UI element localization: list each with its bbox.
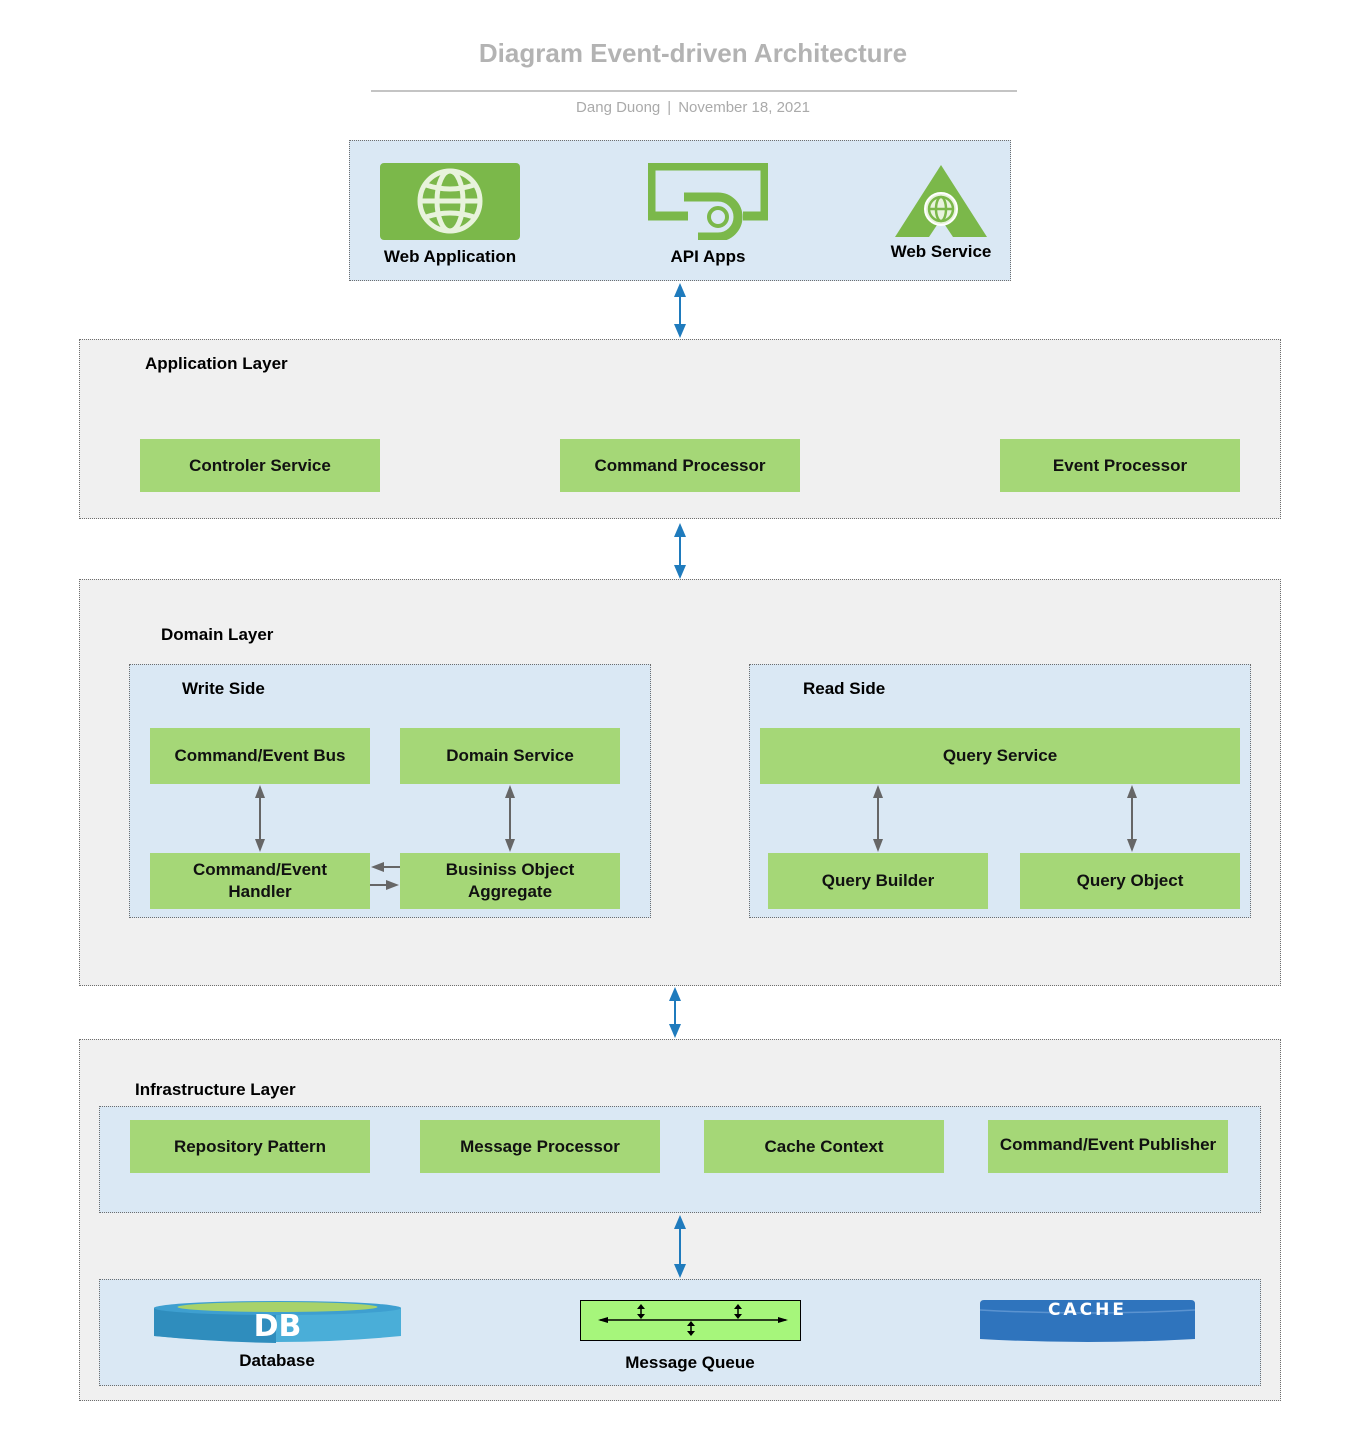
message-processor-box: Message Processor [420, 1120, 660, 1173]
repository-pattern-box: Repository Pattern [130, 1120, 370, 1173]
query-service-box: Query Service [760, 728, 1240, 784]
domain-layer-label: Domain Layer [161, 625, 274, 644]
web-service-icon [893, 163, 989, 240]
application-layer-label: Application Layer [145, 354, 288, 373]
read-side-label: Read Side [803, 679, 886, 698]
domain-to-infrastructure-connector [669, 987, 681, 1038]
command-event-bus-box: Command/Event Bus [150, 728, 370, 784]
infrastructure-layer-label: Infrastructure Layer [135, 1080, 296, 1099]
cache-context-box: Cache Context [704, 1120, 944, 1173]
clients-to-application-connector [674, 283, 686, 338]
author-name: Dang Duong [576, 99, 661, 116]
database-label: Database [239, 1351, 315, 1370]
business-object-aggregate-box: Businiss Object Aggregate [400, 853, 620, 909]
domain-service-box: Domain Service [400, 728, 620, 784]
cache-icon-text: CACHE [1048, 1300, 1127, 1320]
title-divider [371, 90, 1017, 92]
meta-separator: | [667, 99, 672, 116]
write-side-label: Write Side [182, 679, 265, 698]
event-processor-box: Event Processor [1000, 439, 1240, 492]
query-builder-box: Query Builder [768, 853, 988, 909]
command-event-publisher-box: Command/Event Publisher [988, 1120, 1228, 1173]
diagram-title: Diagram Event-driven Architecture [478, 38, 908, 68]
diagram-date: November 18, 2021 [678, 99, 810, 116]
controller-service-box: Controler Service [140, 439, 380, 492]
database-icon-text: DB [254, 1309, 302, 1344]
web-application-label: Web Application [383, 247, 517, 266]
command-processor-box: Command Processor [560, 439, 800, 492]
application-to-domain-connector [674, 523, 686, 579]
query-object-box: Query Object [1020, 853, 1240, 909]
message-queue-icon [580, 1300, 801, 1341]
web-application-icon [380, 163, 520, 240]
cache-icon: CACHE [979, 1300, 1196, 1343]
command-event-handler-box: Command/Event Handler [150, 853, 370, 909]
api-apps-label: API Apps [670, 247, 746, 266]
api-apps-icon [646, 161, 770, 242]
diagram-meta: Dang Duong | November 18, 2021 [0, 99, 1350, 116]
message-queue-label: Message Queue [625, 1353, 755, 1372]
web-service-label: Web Service [890, 242, 992, 261]
database-icon: DB [154, 1300, 401, 1344]
